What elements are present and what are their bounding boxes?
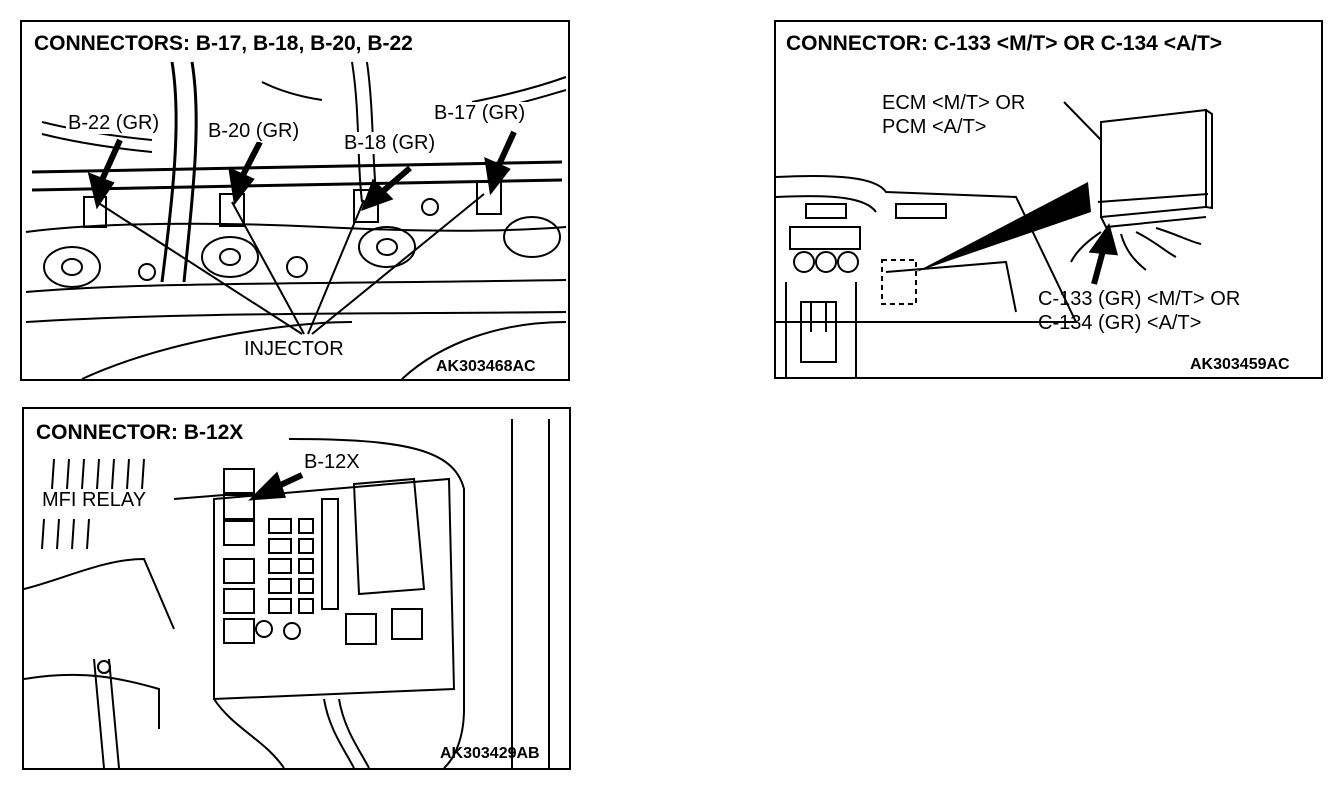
label-b22: B-22 (GR) [66,112,162,134]
engine-bay-illustration [25,61,567,379]
label-c134: C-134 (GR) <A/T> [1038,312,1202,334]
mfi-relay-panel: CONNECTOR: B-12X B-12X MFI RELAY AK30342… [22,407,571,770]
ecm-connector-panel: CONNECTOR: C-133 <M/T> OR C-134 <A/T> EC… [774,20,1323,379]
label-b12x: B-12X [304,451,360,473]
figure-id: AK303459AC [1190,356,1290,373]
label-b20: B-20 (GR) [206,120,302,142]
label-mfi-relay: MFI RELAY [40,489,149,511]
relay-box-illustration [24,419,550,768]
label-injector: INJECTOR [242,338,346,360]
panel-title: CONNECTOR: B-12X [36,421,244,444]
panel-title: CONNECTOR: C-133 <M/T> OR C-134 <A/T> [786,32,1223,55]
injector-connectors-panel: CONNECTORS: B-17, B-18, B-20, B-22 B-22 … [20,20,570,381]
dashboard-illustration [776,101,1213,377]
label-ecm-line1: ECM <M/T> OR [882,92,1026,114]
figure-id: AK303468AC [436,358,536,375]
label-b18: B-18 (GR) [342,132,438,154]
panel-title: CONNECTORS: B-17, B-18, B-20, B-22 [34,32,413,55]
label-c133: C-133 (GR) <M/T> OR [1038,288,1241,310]
figure-id: AK303429AB [440,745,540,762]
label-b17: B-17 (GR) [432,102,528,124]
label-ecm-line2: PCM <A/T> [882,116,987,138]
